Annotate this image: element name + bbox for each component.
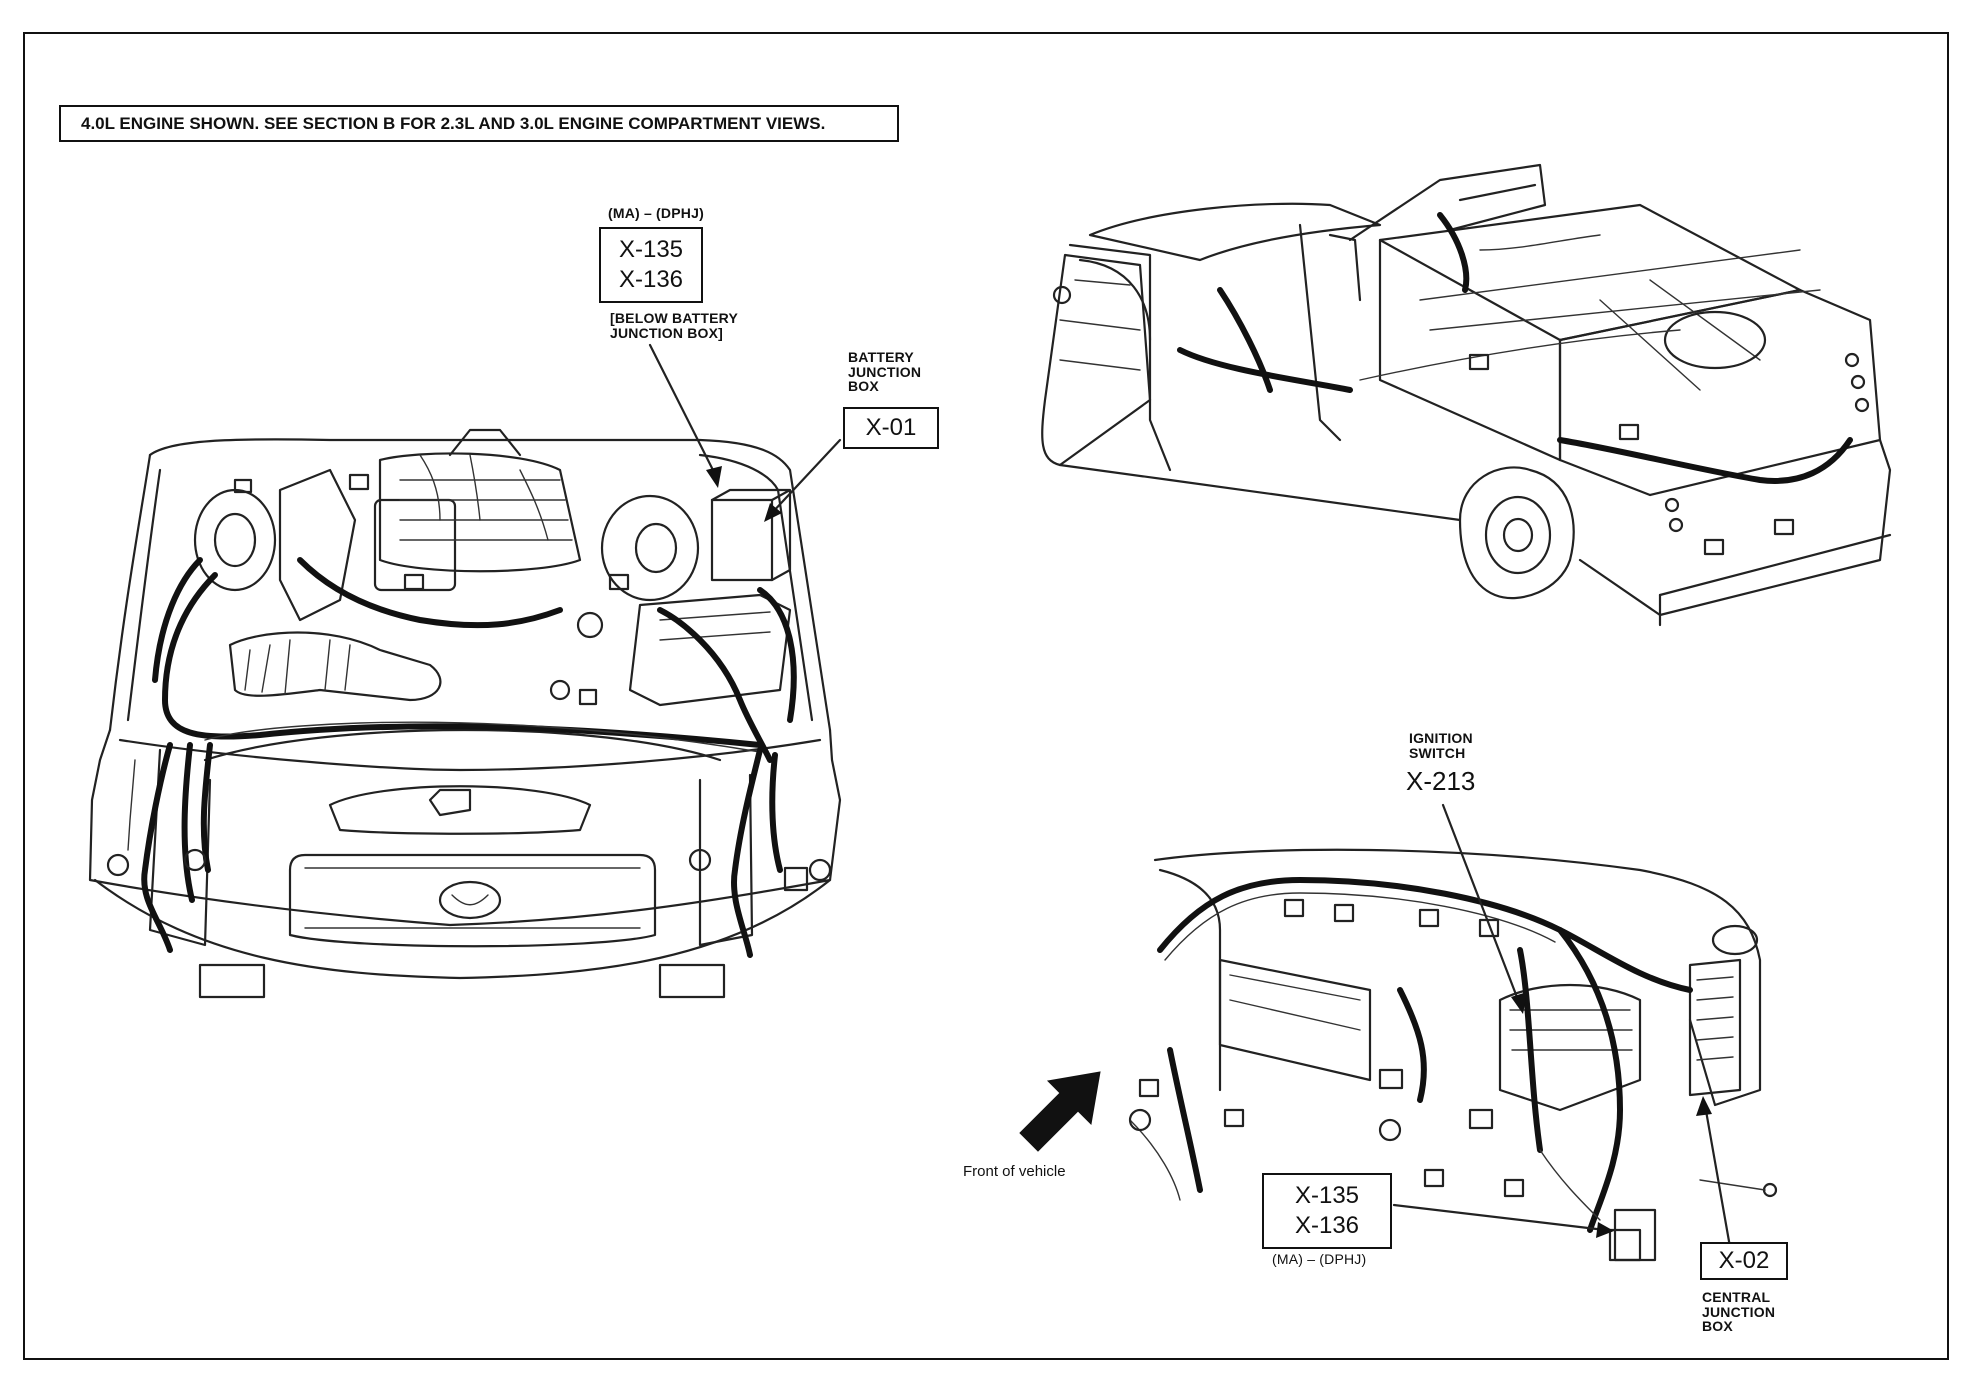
- dash-connector-code: (MA) – (DPHJ): [1272, 1251, 1367, 1267]
- central-junction-box-id: X-02: [1700, 1242, 1788, 1280]
- engine-connector-box: X-135 X-136: [599, 227, 703, 303]
- central-junction-id-text: X-02: [1718, 1247, 1770, 1274]
- leader-lines: [648, 343, 1732, 1249]
- arrowhead: [764, 503, 782, 522]
- engine-connector-id-1: X-135: [618, 236, 684, 263]
- header-note-box: 4.0L ENGINE SHOWN. SEE SECTION B FOR 2.3…: [59, 105, 899, 142]
- dash-connector-id-1: X-135: [1294, 1182, 1360, 1209]
- leader-x213: [1441, 803, 1522, 1007]
- front-of-vehicle-label: Front of vehicle: [963, 1163, 1066, 1180]
- battery-junction-box-id: X-01: [843, 407, 939, 449]
- dash-connector-id-2: X-136: [1294, 1212, 1360, 1239]
- page-border: [23, 32, 1949, 1360]
- leader-x135-dash: [1392, 1203, 1607, 1232]
- leader-x02: [1703, 1103, 1732, 1249]
- central-junction-label: CENTRAL JUNCTION BOX: [1702, 1289, 1776, 1335]
- truck-illustration: [1041, 163, 1892, 627]
- dash-connector-box: X-135 X-136: [1262, 1173, 1392, 1249]
- engine-connector-code: (MA) – (DPHJ): [608, 205, 704, 221]
- arrowhead: [1696, 1096, 1712, 1116]
- engine-compartment-illustration: [88, 428, 842, 999]
- header-note-text: 4.0L ENGINE SHOWN. SEE SECTION B FOR 2.3…: [81, 113, 826, 133]
- dash-illustration: [1128, 848, 1778, 1262]
- engine-connector-note: [BELOW BATTERY JUNCTION BOX]: [610, 310, 739, 341]
- leader-x135-engine: [648, 343, 720, 482]
- arrowhead: [1511, 992, 1527, 1014]
- battery-junction-label: BATTERY JUNCTION BOX: [848, 349, 922, 395]
- ignition-switch-label: IGNITION SWITCH: [1409, 730, 1473, 761]
- arrowhead: [706, 466, 722, 488]
- ignition-switch-id: X-213: [1406, 766, 1476, 796]
- leader-x01: [768, 438, 842, 517]
- arrowhead: [1596, 1222, 1614, 1238]
- front-of-vehicle-arrow-icon: [1019, 1071, 1101, 1152]
- battery-junction-id-text: X-01: [865, 414, 917, 441]
- engine-connector-id-2: X-136: [618, 266, 684, 293]
